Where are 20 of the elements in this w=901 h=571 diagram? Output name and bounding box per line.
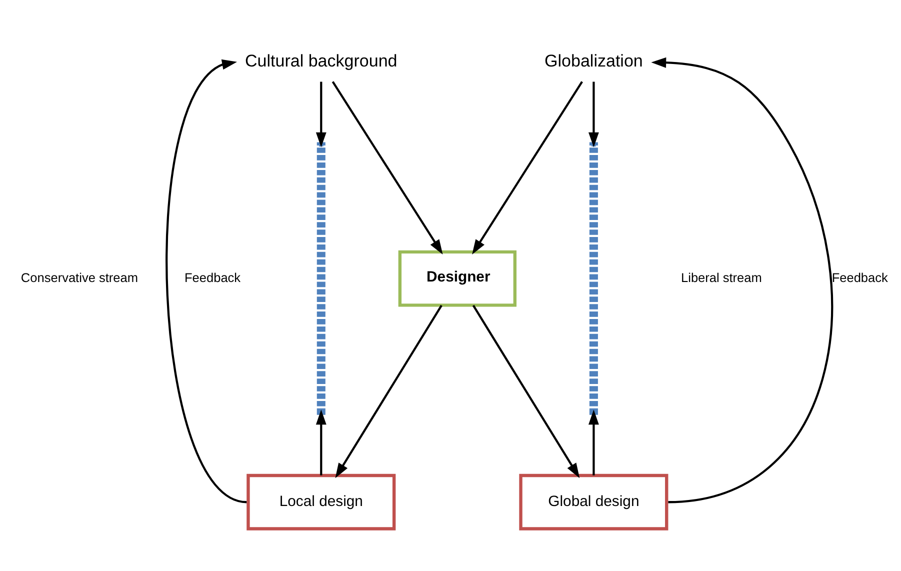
node-bar — [589, 142, 598, 414]
label: Liberal stream — [681, 269, 762, 284]
node-bar — [316, 142, 326, 414]
arrow — [588, 81, 599, 147]
arrow — [316, 81, 326, 147]
arrow — [335, 304, 442, 478]
node-text: Globalization — [544, 50, 643, 70]
edge-label: Feedback — [832, 269, 888, 284]
node-box: Local design — [246, 473, 396, 530]
arrow — [472, 80, 583, 254]
edge-label: Feedback — [184, 269, 241, 284]
arrow — [588, 409, 599, 475]
node-box: Designer — [398, 250, 516, 306]
node-text: Cultural background — [244, 50, 398, 70]
node-box: Global design — [519, 473, 668, 530]
label: Conservative stream — [20, 269, 138, 284]
arrow — [316, 409, 326, 475]
arrow — [651, 56, 834, 503]
arrow — [332, 80, 443, 254]
arrow — [472, 304, 580, 478]
